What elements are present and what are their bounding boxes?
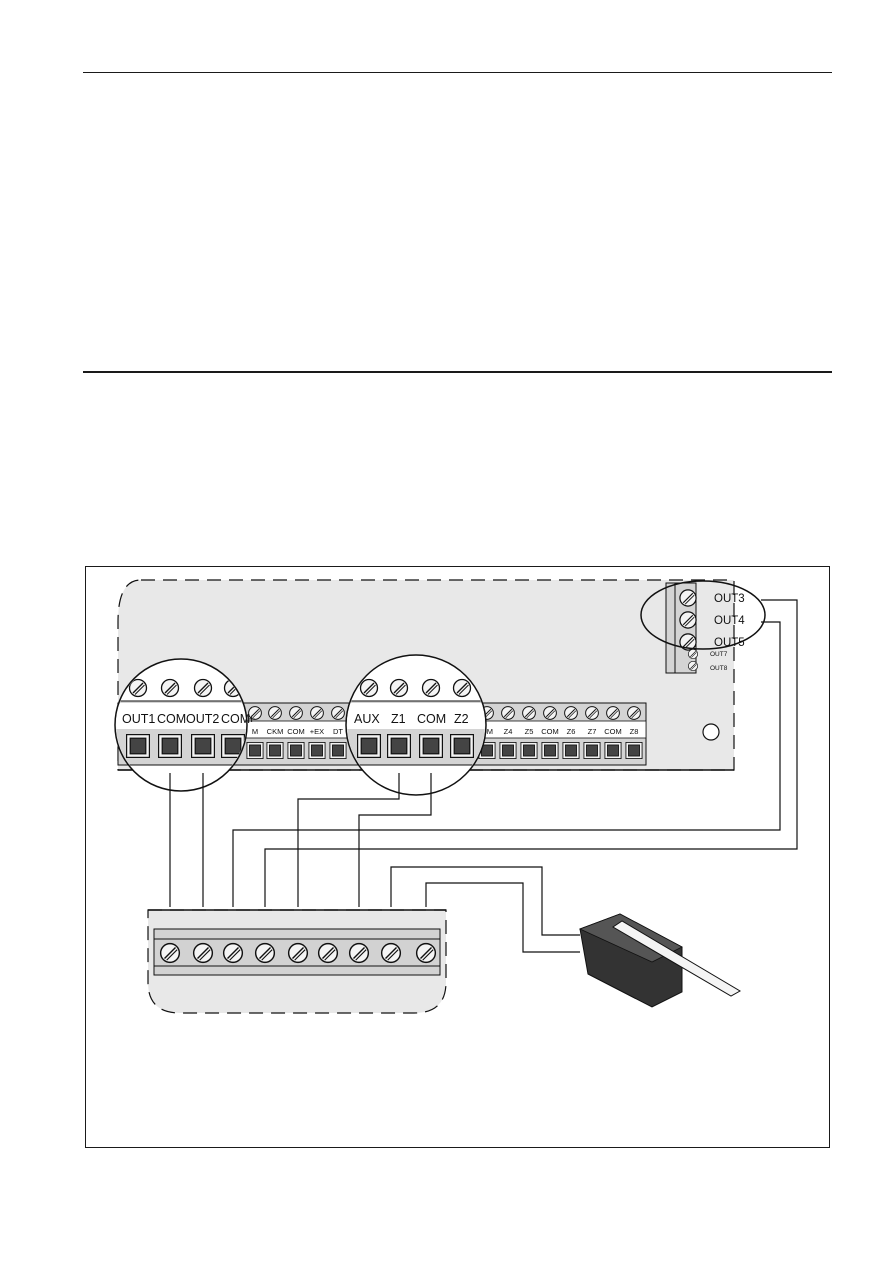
main-terminal-label: Z8 (630, 727, 639, 736)
terminal-screw (522, 706, 536, 720)
zoom-label-out2: OUT2 (186, 712, 219, 726)
terminal-clamp (450, 734, 474, 758)
main-terminal-label: DT (333, 727, 343, 736)
zoom-label-com2: COM (221, 712, 250, 726)
main-terminal-label: Z4 (504, 727, 513, 736)
terminal-screw (501, 706, 515, 720)
main-terminal-label: M (252, 727, 258, 736)
header-rule (83, 72, 832, 73)
terminal-clamp (191, 734, 215, 758)
terminal-clamp (541, 742, 559, 759)
terminal-clamp (357, 734, 381, 758)
label-out3: OUT3 (714, 593, 745, 605)
zoom-label-out1: OUT1 (122, 712, 155, 726)
terminal-clamp (387, 734, 411, 758)
magnetic-contact-device (578, 913, 742, 1008)
output-screw (687, 660, 699, 672)
zoom-label-z1: Z1 (391, 712, 406, 726)
zoom-label-com1: COM (157, 712, 186, 726)
output-screw (687, 648, 699, 660)
expansion-module (147, 909, 447, 1014)
mounting-hole (702, 723, 720, 741)
terminal-screw (359, 678, 379, 698)
module-screw (159, 942, 181, 964)
module-screw (192, 942, 214, 964)
terminal-clamp (625, 742, 643, 759)
terminal-clamp (604, 742, 622, 759)
section-rule (83, 371, 832, 373)
output-screw (679, 611, 697, 629)
zoom-label-aux: AUX (354, 712, 380, 726)
terminal-screw (160, 678, 180, 698)
terminal-clamp (126, 734, 150, 758)
main-terminal-label: Z7 (588, 727, 597, 736)
main-terminal-label: OM (481, 727, 493, 736)
module-screw (287, 942, 309, 964)
main-terminal-label: COM (541, 727, 559, 736)
terminal-clamp (158, 734, 182, 758)
zoom-outputs-left: OUT1 COM OUT2 COM + (114, 658, 255, 792)
terminal-clamp (520, 742, 538, 759)
terminal-screw (564, 706, 578, 720)
label-out5: OUT5 (714, 637, 745, 649)
module-screw (317, 942, 339, 964)
terminal-screw (543, 706, 557, 720)
module-screw (348, 942, 370, 964)
main-terminal-label: COM (604, 727, 622, 736)
terminal-screw (331, 706, 345, 720)
main-terminal-label: CKM (267, 727, 284, 736)
zoom-label-plus: + (248, 712, 255, 726)
module-screw (380, 942, 402, 964)
zoom-label-com: COM (417, 712, 446, 726)
terminal-clamp (419, 734, 443, 758)
terminal-clamp (562, 742, 580, 759)
terminal-screw (606, 706, 620, 720)
label-out8: OUT8 (710, 665, 728, 672)
terminal-screw (193, 678, 213, 698)
module-screw (415, 942, 437, 964)
main-terminal-label: Z6 (567, 727, 576, 736)
terminal-screw (289, 706, 303, 720)
zoom-label-z2: Z2 (454, 712, 469, 726)
terminal-screw (585, 706, 599, 720)
wiring (169, 599, 798, 953)
output-terminal-block (665, 582, 699, 674)
terminal-clamp (266, 742, 284, 759)
terminal-screw (310, 706, 324, 720)
terminal-screw (627, 706, 641, 720)
label-out7: OUT7 (710, 651, 728, 658)
output-screw (679, 589, 697, 607)
terminal-clamp (583, 742, 601, 759)
terminal-clamp (246, 742, 264, 759)
zoom-zones: AUX Z1 COM Z2 (345, 654, 487, 796)
terminal-screw (268, 706, 282, 720)
terminal-screw (389, 678, 409, 698)
module-screw (222, 942, 244, 964)
main-terminal-label: Z5 (525, 727, 534, 736)
main-terminal-label: COM (287, 727, 305, 736)
terminal-screw (452, 678, 472, 698)
terminal-clamp (499, 742, 517, 759)
main-terminal-label: +EX (310, 727, 324, 736)
terminal-screw (421, 678, 441, 698)
label-out4: OUT4 (714, 615, 745, 627)
terminal-clamp (287, 742, 305, 759)
module-screw (254, 942, 276, 964)
terminal-clamp (329, 742, 347, 759)
zoom-outputs (640, 580, 766, 650)
terminal-clamp (308, 742, 326, 759)
